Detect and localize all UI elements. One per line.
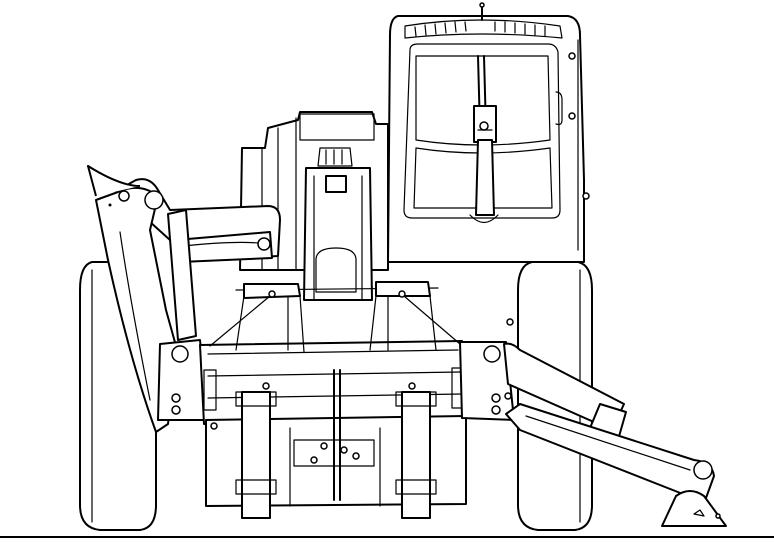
hydraulic-block	[317, 147, 353, 167]
right-fork-tine	[401, 391, 431, 519]
lower-pivot-pin	[171, 345, 189, 363]
left-stabiliser	[87, 165, 281, 433]
boom-head-pin	[325, 175, 347, 193]
left-ram-cylinder	[167, 209, 197, 341]
lower-windscreen	[413, 147, 553, 209]
grab-handle	[555, 91, 563, 126]
stabiliser-foot-pad	[661, 490, 727, 527]
boom-slot	[315, 247, 357, 293]
right-stabiliser	[459, 341, 727, 527]
operator-cab	[387, 2, 590, 263]
telescopic-boom	[303, 167, 373, 301]
left-fork-tine	[241, 391, 271, 519]
grille-slats	[414, 21, 546, 37]
counterweight-top	[299, 113, 375, 141]
foot-pivot-pin	[693, 460, 713, 480]
fork-carriage	[205, 369, 467, 519]
upper-pivot-pin	[144, 190, 164, 210]
body-fastener	[506, 318, 514, 326]
windscreen-frame	[403, 43, 561, 219]
right-upper-pivot-pin	[483, 345, 501, 363]
roof-vent-grille	[404, 19, 563, 39]
wiper-assembly	[469, 55, 499, 224]
